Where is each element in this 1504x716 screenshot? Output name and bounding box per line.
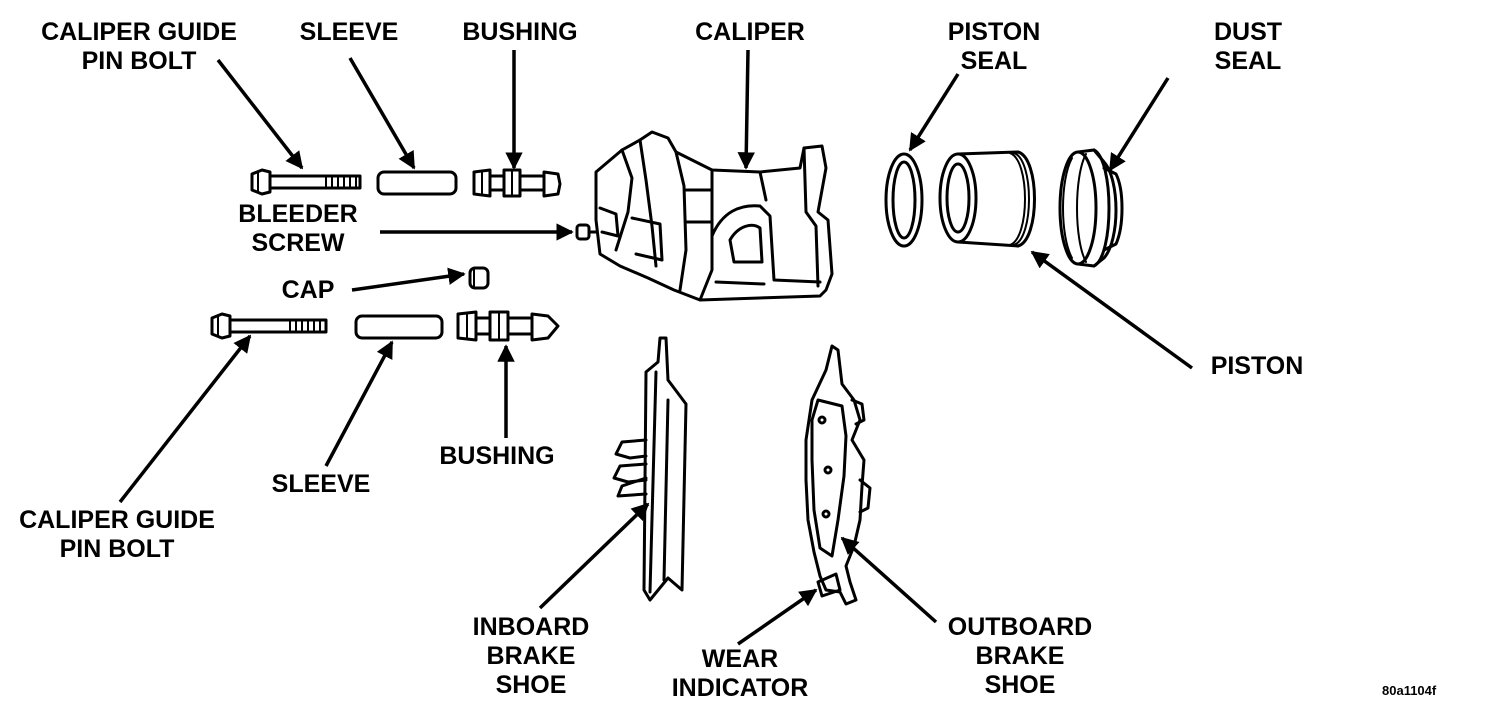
arrow-piston [1030, 250, 1194, 370]
label-wear-indicator: WEAR INDICATOR [671, 645, 809, 702]
arrow-lower-guide-pin-bolt [118, 334, 252, 504]
arrow-outboard-brake-shoe [840, 536, 938, 624]
upper-sleeve-part [376, 170, 458, 196]
label-piston: PISTON [1210, 352, 1304, 380]
lower-bushing-part [456, 310, 560, 342]
arrow-dust-seal [1108, 77, 1170, 172]
arrow-cap [351, 267, 466, 292]
label-dust-seal: DUST SEAL [1213, 18, 1283, 75]
leader-arrows [118, 49, 1194, 646]
label-caliper-guide-pin-bolt-upper: CALIPER GUIDE PIN BOLT [41, 18, 237, 75]
label-sleeve-upper: SLEEVE [299, 18, 399, 46]
arrow-wear-indicator [737, 588, 818, 646]
bleeder-screw-part [575, 223, 599, 241]
label-bushing-lower: BUSHING [439, 442, 555, 470]
arrow-caliper [737, 49, 756, 170]
label-outboard-brake-shoe: OUTBOARD BRAKE SHOE [947, 613, 1093, 699]
lower-sleeve-part [354, 314, 444, 340]
upper-bushing-part [472, 168, 562, 198]
outboard-brake-shoe-part [804, 344, 872, 606]
label-bushing-upper: BUSHING [462, 18, 578, 46]
label-sleeve-lower: SLEEVE [271, 470, 371, 498]
piston-part [938, 150, 1036, 248]
arrow-upper-sleeve [348, 57, 416, 170]
inboard-brake-shoe-part [612, 336, 688, 602]
wear-indicator-part [816, 572, 842, 598]
caliper-body-part [594, 130, 834, 302]
dust-seal-part [1058, 148, 1124, 268]
label-inboard-brake-shoe: INBOARD BRAKE SHOE [472, 613, 590, 699]
lower-guide-pin-bolt-part [210, 312, 328, 340]
figure-reference-code: 80a1104f [1382, 683, 1437, 698]
upper-guide-pin-bolt-part [250, 168, 362, 196]
label-cap: CAP [281, 276, 335, 304]
piston-seal-part [884, 152, 924, 248]
arrow-inboard-brake-shoe [538, 502, 650, 610]
cap-part [468, 266, 490, 290]
arrow-piston-seal [908, 73, 960, 152]
label-piston-seal: PISTON SEAL [947, 18, 1041, 75]
arrow-upper-guide-pin-bolt [216, 58, 304, 170]
label-caliper-guide-pin-bolt-lower: CALIPER GUIDE PIN BOLT [19, 506, 215, 563]
arrow-lower-sleeve [324, 340, 394, 467]
label-caliper: CALIPER [695, 18, 805, 46]
label-bleeder-screw: BLEEDER SCREW [238, 200, 358, 257]
